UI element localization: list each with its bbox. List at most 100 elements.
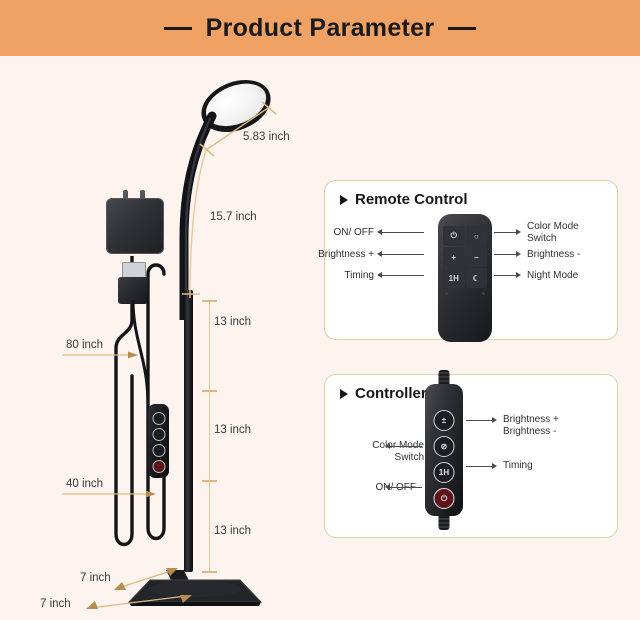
triangle-right-icon <box>340 194 348 205</box>
remote-label-brightness-down: Brightness - <box>527 249 581 260</box>
remote-callout-line-color-mode <box>494 232 516 234</box>
controller-strain-relief-top <box>438 370 450 388</box>
dimension-label-cord-to-switch: 40 inch <box>66 478 104 490</box>
usb-cord <box>131 300 150 406</box>
controller-callout-line-timing <box>466 466 492 468</box>
remote-callout-arrow-timing <box>377 272 382 278</box>
dimension-label-pole-3: 13 inch <box>214 525 252 537</box>
controller-panel-title-text: Controller <box>355 385 427 402</box>
remote-callout-arrow-night-mode <box>516 272 521 278</box>
remote-label-night-mode: Night Mode <box>527 270 579 281</box>
controller-label-timing: Timing <box>503 460 533 471</box>
controller-strain-relief-bottom <box>438 512 450 530</box>
dimension-label-base-width: 7 inch <box>40 598 71 610</box>
dimension-label-head-diameter: 5.83 inch <box>243 131 290 143</box>
remote-callout-arrow-color-mode <box>516 229 521 235</box>
dimension-line-gooseneck <box>182 149 207 299</box>
remote-button-grid: ⏻ ○ + − 1H ☾ <box>443 226 487 288</box>
remote-screw-bottom-right-icon <box>482 292 485 295</box>
dimension-tick-pole-1 <box>202 390 217 392</box>
controller-label-brightness: Brightness + Brightness - <box>503 414 559 438</box>
page-title: Product Parameter <box>205 13 435 42</box>
remote-label-color-mode: Color Mode Switch <box>527 221 579 245</box>
adapter-prong-right-icon <box>140 190 145 202</box>
cord-btn-brightness-icon <box>152 412 165 425</box>
power-adapter <box>106 190 164 254</box>
remote-label-timing: Timing <box>344 270 374 281</box>
cord-btn-timing-icon <box>152 444 165 457</box>
header-dash-left <box>163 26 192 30</box>
remote-button-power[interactable]: ⏻ <box>443 226 465 246</box>
adapter-body <box>106 198 164 254</box>
dimension-tick-pole-top <box>202 300 217 302</box>
controller-callout-arrow-brightness <box>492 417 497 423</box>
remote-button-brightness-down[interactable]: − <box>465 247 487 267</box>
remote-callout-line-brightness-up <box>382 254 424 256</box>
controller-label-color-mode: Color Mode Switch <box>352 440 424 464</box>
controller-callout-arrow-color-mode <box>385 443 390 449</box>
remote-label-on-off: ON/ OFF <box>333 227 374 238</box>
triangle-right-icon <box>340 388 348 399</box>
remote-panel-title: Remote Control <box>340 191 468 208</box>
remote-callout-arrow-brightness-down <box>516 251 521 257</box>
controller-panel <box>324 374 618 538</box>
remote-callout-line-timing <box>382 275 424 277</box>
controller-button-brightness[interactable]: ± <box>433 410 455 431</box>
dimension-label-base-depth: 7 inch <box>80 572 111 584</box>
dimension-line-head-diameter <box>199 101 277 157</box>
controller-button-color-mode[interactable]: ⊘ <box>433 436 455 457</box>
dimension-label-gooseneck: 15.7 inch <box>210 211 257 223</box>
dimension-label-pole-1: 13 inch <box>214 316 252 328</box>
remote-callout-line-brightness-down <box>494 254 516 256</box>
controller-label-color-mode-line2: Switch <box>394 452 424 463</box>
remote-callout-arrow-on-off <box>377 229 382 235</box>
controller-panel-title: Controller <box>340 385 427 402</box>
remote-callout-line-on-off <box>382 232 424 234</box>
remote-button-color-mode[interactable]: ○ <box>465 226 487 246</box>
usb-connector <box>118 262 148 304</box>
adapter-prong-left-icon <box>123 190 128 202</box>
remote-button-night-mode[interactable]: ☾ <box>465 268 487 288</box>
controller-callout-arrow-on-off <box>385 484 390 490</box>
cord-btn-color-mode-icon <box>152 428 165 441</box>
remote-label-brightness-up: Brightness + <box>318 249 374 260</box>
lamp-base <box>127 570 263 606</box>
remote-screw-bottom-left-icon <box>445 292 448 295</box>
remote-callout-arrow-brightness-up <box>377 251 382 257</box>
remote-label-color-mode-line2: Switch <box>527 233 557 244</box>
dimension-line-pole <box>209 300 211 572</box>
controller-callout-line-on-off <box>390 487 422 489</box>
controller-label-color-mode-line1: Color Mode <box>372 440 424 451</box>
dimension-tick-pole-bottom <box>202 571 217 573</box>
controller-callout-line-color-mode <box>390 446 422 448</box>
dimension-tick-pole-2 <box>202 480 217 482</box>
controller-button-timing[interactable]: 1H <box>433 462 455 483</box>
controller-label-brightness-line2: Brightness - <box>503 426 557 437</box>
page-header: Product Parameter <box>0 0 640 56</box>
remote-button-timing[interactable]: 1H <box>443 268 465 288</box>
remote-button-brightness-up[interactable]: + <box>443 247 465 267</box>
dimension-line-total-cord <box>62 351 138 359</box>
remote-panel-title-text: Remote Control <box>355 191 468 208</box>
header-inner: Product Parameter <box>163 13 477 43</box>
lamp-gooseneck <box>179 111 217 320</box>
header-dash-right <box>448 26 477 30</box>
remote-control-device: ⏻ ○ + − 1H ☾ <box>438 214 492 342</box>
remote-screw-top-right-icon <box>482 220 485 223</box>
dimension-line-base-depth <box>114 568 178 590</box>
remote-screw-top-left-icon <box>445 220 448 223</box>
dimension-label-pole-2: 13 inch <box>214 424 252 436</box>
controller-device: ± ⊘ 1H ⏻ <box>425 384 463 516</box>
dimension-label-total-cord: 80 inch <box>66 339 104 351</box>
cord-btn-power-icon <box>152 460 165 473</box>
dimension-line-cord-to-switch <box>62 490 156 498</box>
remote-label-color-mode-line1: Color Mode <box>527 221 579 232</box>
remote-callout-line-night-mode <box>494 275 516 277</box>
controller-button-power[interactable]: ⏻ <box>433 488 455 509</box>
controller-label-brightness-line1: Brightness + <box>503 414 559 425</box>
power-cord <box>114 256 166 547</box>
lamp-pole <box>184 290 193 572</box>
controller-callout-line-brightness <box>466 420 492 422</box>
controller-callout-arrow-timing <box>492 463 497 469</box>
